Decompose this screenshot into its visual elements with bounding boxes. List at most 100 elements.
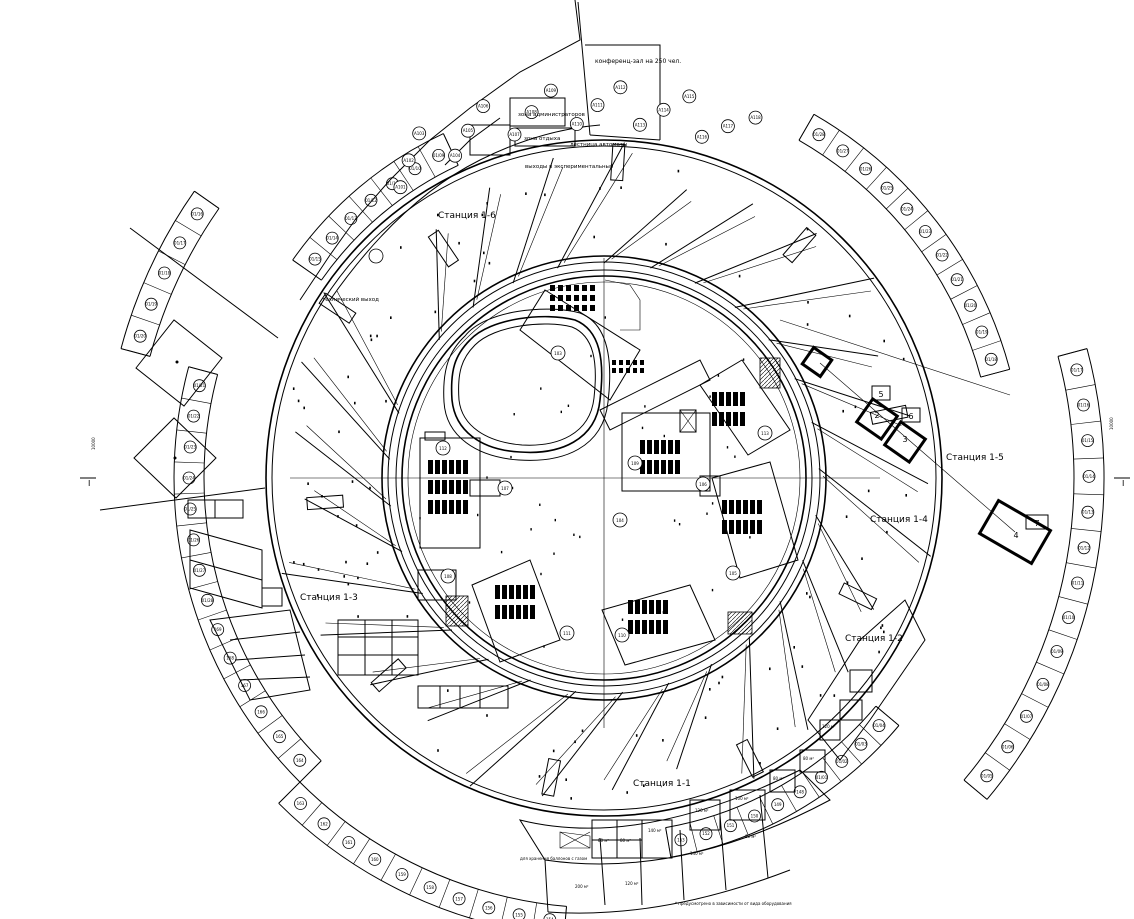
outer-room-label: 151: [727, 823, 735, 828]
outer-room[interactable]: 01/18: [157, 266, 171, 280]
outer-room[interactable]: 01/12: [364, 193, 378, 207]
room-110[interactable]: 110: [614, 627, 630, 643]
outer-room[interactable]: 01/26: [187, 533, 201, 547]
outer-room-label: 160: [371, 857, 379, 862]
outer-room[interactable]: 160: [368, 853, 382, 866]
north-room[interactable]: A105: [460, 123, 475, 138]
north-room-label: A110: [572, 122, 583, 127]
outer-room[interactable]: 01/16: [1077, 398, 1090, 412]
outer-room[interactable]: 01/20: [964, 298, 977, 312]
room-106[interactable]: 106: [695, 476, 711, 492]
north-room[interactable]: A104: [448, 148, 463, 163]
outer-room[interactable]: 01/17: [173, 236, 187, 250]
outer-room[interactable]: 01/14: [1082, 469, 1096, 483]
room-103[interactable]: 103: [550, 345, 566, 361]
outer-room[interactable]: 159: [395, 868, 409, 881]
outer-room[interactable]: 155: [512, 908, 526, 919]
room-107[interactable]: 107: [497, 480, 513, 496]
outer-room[interactable]: 01/19: [975, 325, 989, 339]
outer-room[interactable]: 01/05: [980, 769, 994, 783]
outer-room[interactable]: 01/01: [815, 770, 828, 784]
outer-room[interactable]: 149: [771, 798, 785, 812]
outer-room[interactable]: 01/15: [1081, 434, 1094, 448]
outer-room[interactable]: 01/22: [187, 409, 201, 423]
outer-room[interactable]: 151: [724, 819, 737, 833]
outer-room[interactable]: 168: [223, 651, 237, 665]
north-room[interactable]: A103: [412, 126, 427, 141]
outer-room[interactable]: 01/27: [836, 144, 850, 158]
outer-room[interactable]: 01/07: [1020, 709, 1033, 723]
outer-room[interactable]: 01/24: [900, 202, 914, 216]
north-room[interactable]: A106: [476, 99, 491, 113]
outer-room[interactable]: 163: [294, 797, 307, 810]
north-room[interactable]: A109: [544, 83, 558, 98]
outer-room[interactable]: 157: [452, 892, 466, 906]
outer-room[interactable]: 01/14: [325, 231, 339, 245]
room-111[interactable]: 111: [559, 625, 575, 641]
outer-room[interactable]: 01/21: [950, 273, 964, 287]
outer-room[interactable]: 01/24: [182, 471, 196, 485]
outer-room[interactable]: 165: [273, 730, 286, 744]
room-109[interactable]: 109: [627, 455, 643, 471]
north-room[interactable]: A115: [682, 89, 697, 104]
outer-room[interactable]: 01/12: [1077, 541, 1091, 555]
north-room[interactable]: A117: [721, 119, 735, 134]
outer-room[interactable]: 152: [699, 827, 713, 841]
outer-room[interactable]: 01/13: [344, 212, 358, 225]
north-room[interactable]: A116: [695, 129, 709, 144]
outer-room[interactable]: 01/08: [1036, 678, 1050, 691]
north-room[interactable]: A111: [590, 98, 605, 112]
station-1-3-label: Станция 1-3: [300, 593, 358, 603]
room-108[interactable]: 108: [440, 568, 456, 584]
room-104[interactable]: 104: [612, 512, 628, 528]
outer-room[interactable]: 01/17: [1070, 363, 1084, 377]
room-113[interactable]: 113: [757, 425, 773, 441]
outer-room[interactable]: 164: [293, 753, 307, 767]
outer-room[interactable]: 01/11: [1071, 576, 1084, 590]
north-room-label: A117: [723, 124, 734, 129]
north-room[interactable]: A101: [393, 180, 408, 195]
outer-room[interactable]: 01/19: [144, 297, 158, 311]
outer-room[interactable]: 158: [423, 881, 437, 894]
outer-room[interactable]: 01/26: [859, 162, 872, 176]
north-room[interactable]: A113: [633, 117, 647, 132]
outer-room[interactable]: 01/06: [1001, 740, 1015, 754]
north-room[interactable]: A102: [401, 153, 416, 168]
outer-room[interactable]: 01/27: [192, 563, 206, 577]
outer-room[interactable]: 162: [317, 817, 331, 831]
outer-room-label: 166: [257, 709, 265, 714]
north-room[interactable]: A108: [524, 105, 539, 119]
outer-room[interactable]: 01/10: [1062, 611, 1075, 624]
outer-room[interactable]: 154: [543, 913, 557, 919]
outer-room[interactable]: 01/09: [1050, 645, 1064, 658]
outer-room[interactable]: 148: [793, 785, 807, 799]
outer-room[interactable]: 01/22: [935, 248, 949, 262]
outer-room[interactable]: 01/13: [1081, 505, 1095, 519]
room-112[interactable]: 112: [435, 440, 451, 456]
outer-room[interactable]: 01/03: [854, 737, 868, 751]
outer-room[interactable]: 01/23: [183, 440, 197, 454]
north-room[interactable]: A112: [613, 80, 628, 95]
outer-room[interactable]: 01/18: [984, 352, 998, 366]
outer-room[interactable]: 161: [342, 836, 356, 849]
north-room[interactable]: A110: [569, 117, 584, 131]
outer-room[interactable]: 01/04: [872, 719, 886, 732]
outer-room[interactable]: 01/23: [918, 225, 932, 238]
outer-room[interactable]: 169: [211, 623, 225, 636]
north-room[interactable]: A107: [507, 127, 522, 142]
outer-room[interactable]: 01/25: [880, 181, 894, 195]
outer-room[interactable]: 01/15: [308, 252, 322, 266]
outer-room[interactable]: 01/16: [190, 207, 204, 221]
outer-room[interactable]: 01/25: [183, 502, 197, 516]
outer-room[interactable]: 150: [748, 809, 761, 823]
outer-room[interactable]: 01/28: [812, 128, 826, 142]
outer-room[interactable]: 156: [482, 901, 496, 915]
north-room[interactable]: A114: [656, 102, 671, 117]
outer-room[interactable]: 01/20: [133, 329, 147, 343]
north-room[interactable]: A118: [748, 110, 763, 125]
outer-room[interactable]: 01/09: [432, 148, 446, 162]
column-markers: [292, 169, 907, 800]
outer-room[interactable]: 166: [254, 705, 268, 719]
outer-room[interactable]: 01/28: [200, 593, 214, 607]
room-105[interactable]: 105: [725, 565, 741, 581]
